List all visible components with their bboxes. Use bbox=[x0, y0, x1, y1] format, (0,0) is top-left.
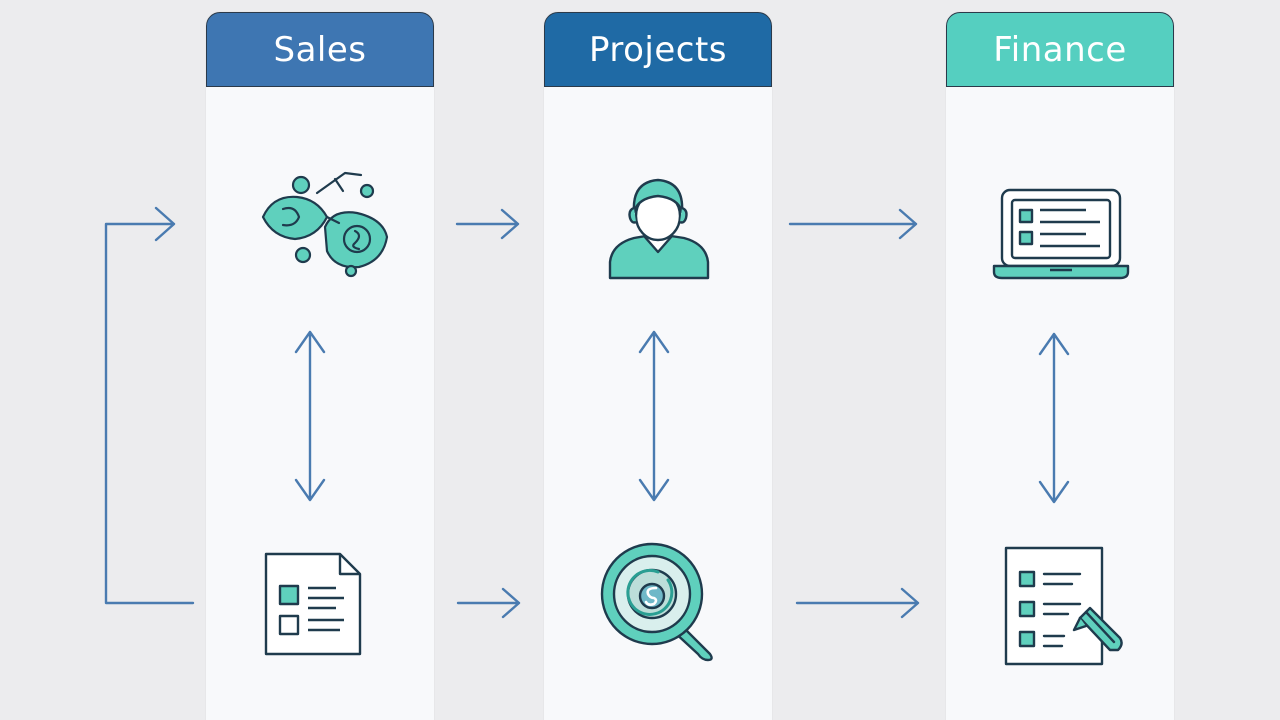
sales-lane-header: Sales bbox=[206, 12, 434, 87]
handshake-dollar-icon bbox=[261, 171, 389, 278]
finance-lane: Finance bbox=[946, 12, 1174, 720]
double-arrow-sales bbox=[294, 330, 326, 502]
arrow-projects-to-finance-bottom bbox=[795, 587, 920, 619]
arrow-sales-to-projects-top bbox=[455, 208, 520, 240]
projects-lane-header: Projects bbox=[544, 12, 772, 87]
arrow-projects-to-finance-top bbox=[788, 208, 918, 240]
finance-lane-title: Finance bbox=[993, 29, 1127, 70]
laptop-list-icon bbox=[992, 188, 1130, 280]
double-arrow-finance bbox=[1038, 332, 1070, 504]
checklist-pen-icon bbox=[1004, 546, 1123, 666]
loop-back-arrow bbox=[104, 206, 195, 605]
arrow-sales-to-projects-bottom bbox=[456, 587, 521, 619]
person-icon bbox=[608, 178, 710, 280]
magnifier-dollar-icon bbox=[600, 542, 713, 662]
projects-lane-title: Projects bbox=[588, 29, 728, 70]
checklist-document-icon bbox=[264, 552, 362, 656]
finance-lane-header: Finance bbox=[946, 12, 1174, 87]
double-arrow-projects bbox=[638, 330, 670, 502]
sales-lane-title: Sales bbox=[273, 29, 367, 70]
